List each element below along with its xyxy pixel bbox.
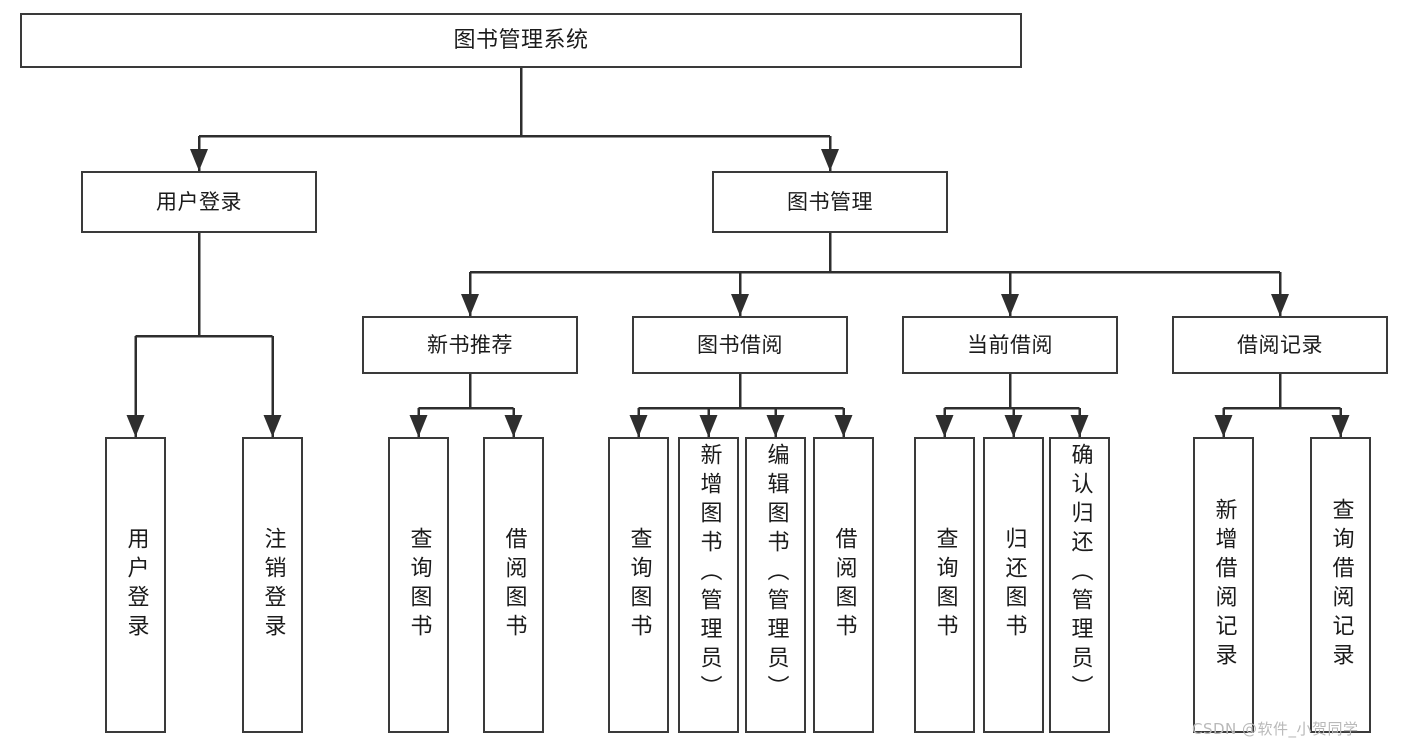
node-book-manage[interactable]: 图书管理 — [712, 171, 948, 233]
arrowhead-user-login — [190, 149, 208, 171]
node-leaf-current-confirm-return[interactable]: 确认归还（管理员） — [1049, 437, 1110, 733]
node-root[interactable]: 图书管理系统 — [20, 13, 1022, 68]
arrowhead-leaf-borrow-query-book — [629, 415, 648, 437]
node-label-leaf-current-return-book: 归还图书 — [1001, 527, 1027, 643]
node-borrow-record[interactable]: 借阅记录 — [1172, 316, 1388, 374]
node-label-leaf-rec-borrow-book: 借阅图书 — [501, 527, 527, 643]
node-label-leaf-borrow-query-book: 查询图书 — [626, 527, 652, 643]
node-leaf-current-return-book[interactable]: 归还图书 — [983, 437, 1044, 733]
node-label-user-login: 用户登录 — [156, 189, 242, 214]
node-label-leaf-user-logout: 注销登录 — [260, 527, 286, 643]
node-leaf-borrow-edit-book[interactable]: 编辑图书（管理员） — [745, 437, 806, 733]
node-leaf-user-logout[interactable]: 注销登录 — [242, 437, 303, 733]
arrowhead-new-book-rec — [461, 294, 479, 316]
arrowhead-leaf-rec-borrow-book — [504, 415, 523, 437]
node-leaf-borrow-borrow-book[interactable]: 借阅图书 — [813, 437, 874, 733]
node-label-book-borrow: 图书借阅 — [697, 332, 783, 357]
node-label-new-book-rec: 新书推荐 — [427, 332, 513, 357]
node-label-leaf-rec-query-book: 查询图书 — [406, 527, 432, 643]
arrowhead-book-manage — [821, 149, 839, 171]
arrowhead-leaf-current-query-book — [935, 415, 954, 437]
arrowhead-borrow-record — [1271, 294, 1289, 316]
node-leaf-borrow-query-book[interactable]: 查询图书 — [608, 437, 669, 733]
node-leaf-user-login[interactable]: 用户登录 — [105, 437, 166, 733]
node-label-book-manage: 图书管理 — [787, 189, 873, 214]
arrowhead-leaf-rec-query-book — [409, 415, 428, 437]
node-label-leaf-current-query-book: 查询图书 — [932, 527, 958, 643]
arrowhead-leaf-current-return-book — [1004, 415, 1023, 437]
node-current-borrow[interactable]: 当前借阅 — [902, 316, 1118, 374]
node-leaf-rec-query-book[interactable]: 查询图书 — [388, 437, 449, 733]
node-leaf-borrow-add-book[interactable]: 新增图书（管理员） — [678, 437, 739, 733]
node-label-leaf-borrow-edit-book: 编辑图书（管理员） — [763, 443, 789, 704]
node-label-leaf-borrow-add-book: 新增图书（管理员） — [696, 443, 722, 704]
arrowhead-leaf-borrow-add-book — [699, 415, 718, 437]
node-leaf-record-add[interactable]: 新增借阅记录 — [1193, 437, 1254, 733]
node-label-borrow-record: 借阅记录 — [1237, 332, 1323, 357]
node-leaf-record-query[interactable]: 查询借阅记录 — [1310, 437, 1371, 733]
arrowhead-leaf-borrow-borrow-book — [834, 415, 853, 437]
node-user-login[interactable]: 用户登录 — [81, 171, 317, 233]
node-label-current-borrow: 当前借阅 — [967, 332, 1053, 357]
node-label-leaf-current-confirm-return: 确认归还（管理员） — [1067, 443, 1093, 704]
arrowhead-leaf-current-confirm-return — [1070, 415, 1089, 437]
node-book-borrow[interactable]: 图书借阅 — [632, 316, 848, 374]
node-leaf-rec-borrow-book[interactable]: 借阅图书 — [483, 437, 544, 733]
node-label-leaf-borrow-borrow-book: 借阅图书 — [831, 527, 857, 643]
arrowhead-current-borrow — [1001, 294, 1019, 316]
arrowhead-leaf-record-add — [1214, 415, 1233, 437]
node-leaf-current-query-book[interactable]: 查询图书 — [914, 437, 975, 733]
arrowhead-leaf-user-login — [126, 415, 145, 437]
arrowhead-leaf-user-logout — [263, 415, 282, 437]
node-label-root: 图书管理系统 — [453, 27, 589, 53]
arrowhead-leaf-borrow-edit-book — [766, 415, 785, 437]
arrowhead-book-borrow — [731, 294, 749, 316]
node-new-book-rec[interactable]: 新书推荐 — [362, 316, 578, 374]
watermark-label: CSDN @软件_小贺同学 — [1192, 720, 1359, 738]
node-label-leaf-record-query: 查询借阅记录 — [1328, 498, 1354, 672]
node-label-leaf-record-add: 新增借阅记录 — [1211, 498, 1237, 672]
node-label-leaf-user-login: 用户登录 — [123, 527, 149, 643]
arrowhead-leaf-record-query — [1331, 415, 1350, 437]
